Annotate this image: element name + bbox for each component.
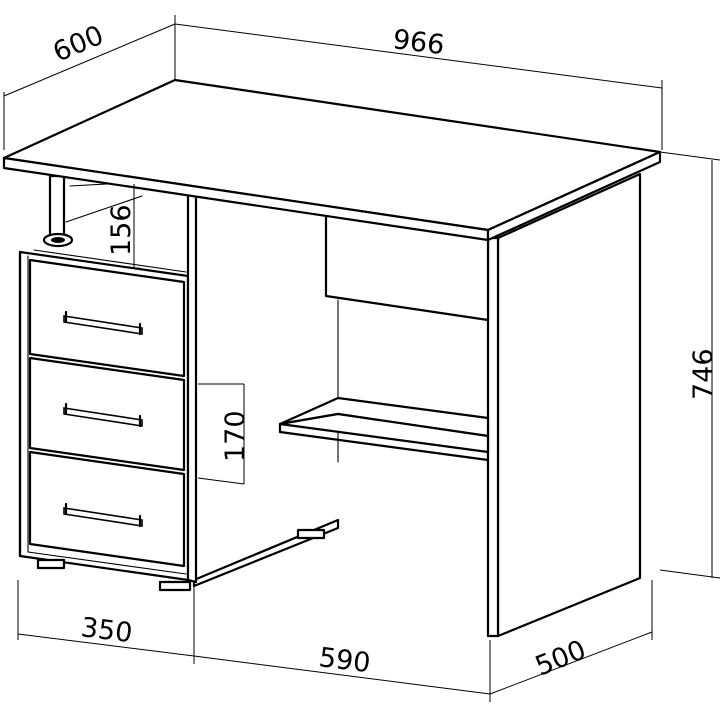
dim-label-500: 500 [531, 634, 590, 682]
drawer-handle[interactable] [63, 502, 143, 528]
support-leg [42, 174, 143, 248]
drawer-handle[interactable] [63, 402, 143, 428]
dimension-top-clearance: 156 [106, 184, 140, 269]
glide-foot-right [158, 580, 192, 592]
desk-top [2, 78, 662, 242]
dim-label-156: 156 [106, 204, 137, 256]
dimension-width-total: 966 [174, 23, 663, 150]
drawer-top[interactable] [28, 258, 186, 378]
dim-label-746: 746 [688, 348, 719, 400]
dim-label-600: 600 [49, 20, 109, 69]
right-side-panel [486, 172, 642, 638]
dimension-height-total: 746 [659, 151, 720, 579]
dimension-drawer-height: 170 [197, 383, 251, 485]
dim-label-170: 170 [220, 410, 251, 462]
bottom-rail [192, 518, 340, 588]
dimension-opening-width: 590 [193, 640, 491, 702]
drawer-middle[interactable] [28, 356, 186, 472]
dim-label-350: 350 [79, 612, 134, 649]
keyboard-shelf [278, 396, 490, 462]
drawer-bottom[interactable] [28, 450, 186, 568]
glide-foot-left [36, 558, 66, 570]
drawer-handle[interactable] [63, 310, 143, 336]
glide-foot-rear [296, 528, 326, 540]
dimension-pedestal-width: 350 [17, 580, 195, 664]
dim-label-590: 590 [317, 642, 372, 679]
dim-label-966: 966 [391, 24, 446, 61]
